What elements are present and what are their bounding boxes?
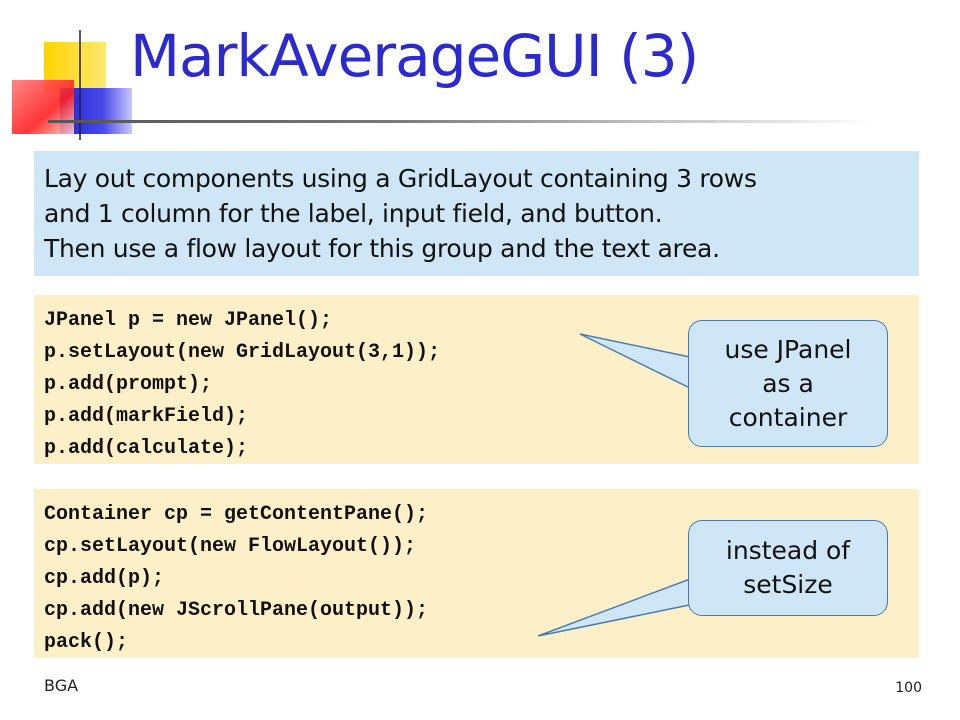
code-block-content-pane: Container cp = getContentPane(); cp.setL… — [34, 489, 919, 658]
page-number: 100 — [895, 680, 922, 696]
intro-line: Then use a flow layout for this group an… — [44, 234, 720, 263]
callout-line: use JPanel — [724, 334, 852, 364]
footer-author: BGA — [44, 676, 79, 695]
code-line: cp.add(p); — [44, 567, 165, 590]
callout-line: container — [728, 402, 848, 432]
code-line: cp.add(new JScrollPane(output)); — [44, 599, 429, 622]
callout-line: as a — [762, 368, 814, 398]
callout-use-jpanel: use JPanel as a container — [688, 320, 888, 447]
code-line: cp.setLayout(new FlowLayout()); — [44, 535, 417, 558]
intro-line: and 1 column for the label, input field,… — [44, 199, 663, 228]
code-line: pack(); — [44, 631, 129, 654]
callout-line: setSize — [743, 570, 833, 599]
code-line: p.setLayout(new GridLayout(3,1)); — [44, 341, 441, 364]
callout-instead-of-setsize: instead of setSize — [688, 520, 888, 616]
code-line: p.add(calculate); — [44, 437, 249, 460]
title-underline — [48, 120, 878, 123]
code-line: Container cp = getContentPane(); — [44, 503, 429, 526]
code-line: JPanel p = new JPanel(); — [44, 309, 333, 332]
intro-text-box: Lay out components using a GridLayout co… — [34, 151, 919, 276]
slide-logo-graphic — [12, 30, 132, 140]
callout-line: instead of — [725, 536, 851, 565]
code-line: p.add(prompt); — [44, 373, 213, 396]
code-line: p.add(markField); — [44, 405, 249, 428]
intro-line: Lay out components using a GridLayout co… — [44, 164, 757, 193]
slide-title: MarkAverageGUI (3) — [130, 22, 699, 90]
